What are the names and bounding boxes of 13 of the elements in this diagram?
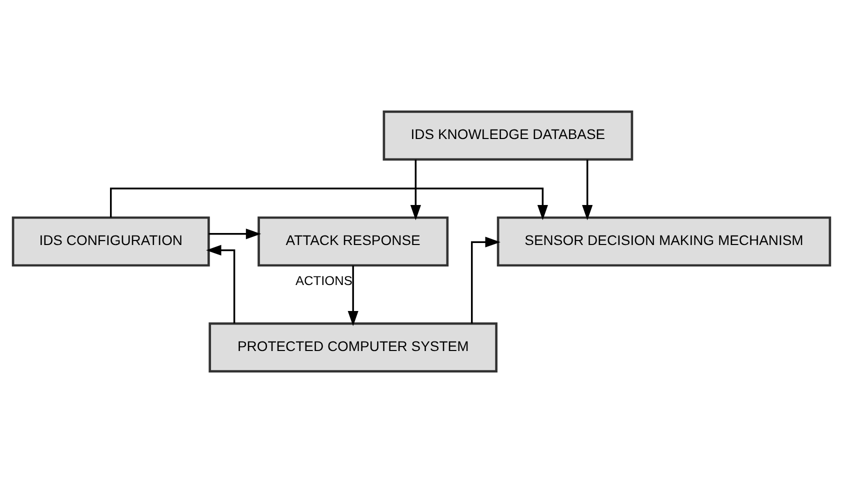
node-box: PROTECTED COMPUTER SYSTEM bbox=[208, 322, 498, 372]
node-box: SENSOR DECISION MAKING MECHANISM bbox=[496, 216, 832, 266]
node-box: ATTACK RESPONSE bbox=[258, 216, 449, 266]
edge-label: ACTIONS bbox=[296, 272, 352, 288]
node-box: IDS CONFIGURATION bbox=[12, 216, 210, 266]
arrow bbox=[208, 228, 262, 239]
arrow bbox=[206, 244, 236, 323]
arrow bbox=[348, 265, 358, 326]
arrow bbox=[410, 159, 421, 220]
arrow bbox=[582, 159, 593, 220]
node-box: IDS KNOWLEDGE DATABASE bbox=[382, 110, 634, 160]
arrow bbox=[471, 236, 500, 324]
arrow bbox=[110, 187, 548, 220]
